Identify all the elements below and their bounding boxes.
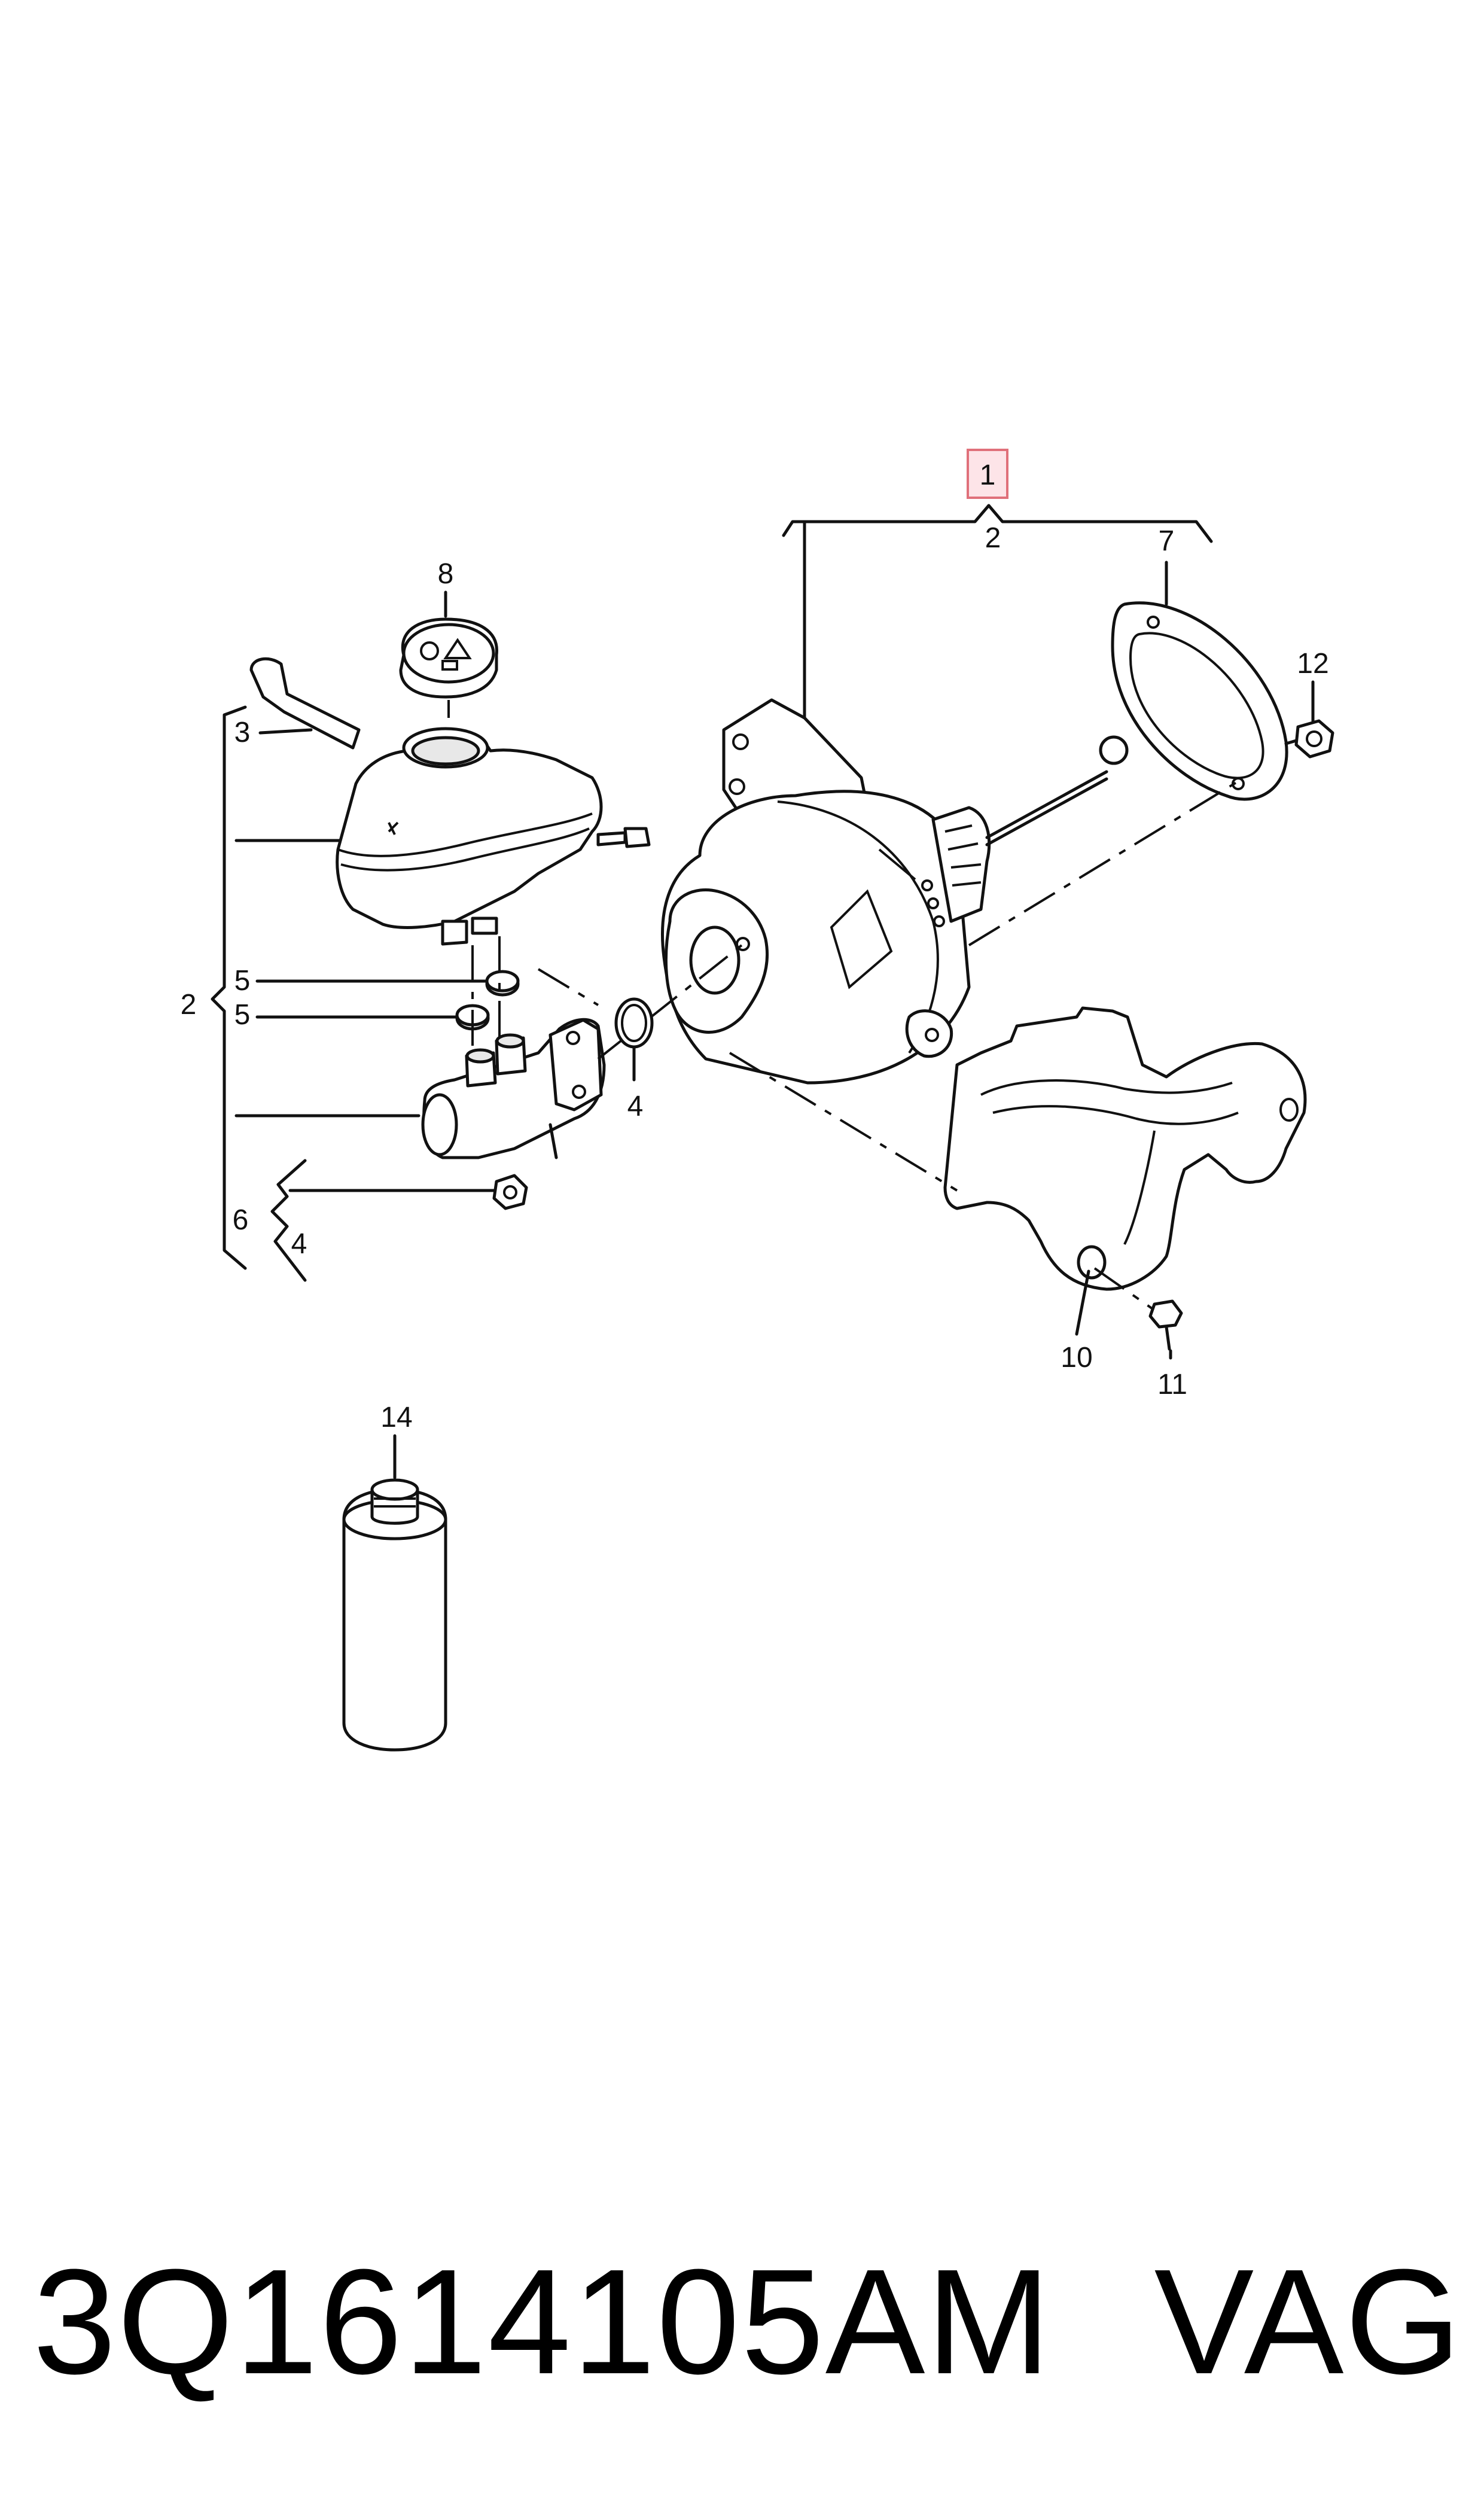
brake-booster[interactable] xyxy=(661,698,1129,1085)
nut-6[interactable] xyxy=(492,1174,528,1210)
callout-3: 3 xyxy=(234,717,251,748)
callout-11: 11 xyxy=(1157,1369,1187,1400)
callout-7: 7 xyxy=(1159,525,1175,557)
callout-14: 14 xyxy=(380,1402,412,1433)
callout-5b: 5 xyxy=(234,999,251,1031)
callout-1: 1 xyxy=(980,459,996,491)
hose-connector[interactable] xyxy=(249,657,361,750)
callout-5a: 5 xyxy=(234,965,251,997)
callout-2-left: 2 xyxy=(181,989,197,1021)
leader-10 xyxy=(1075,1269,1090,1336)
axis-mc-booster xyxy=(537,968,599,1006)
bracket-left xyxy=(211,705,247,1270)
axis-booster-gasket xyxy=(968,777,1245,946)
callout-4-ring: 4 xyxy=(627,1091,644,1122)
bracket-6-4 xyxy=(270,1159,307,1282)
reservoir-cap[interactable] xyxy=(399,617,498,718)
seal-5a[interactable] xyxy=(485,970,520,997)
gasket[interactable] xyxy=(1111,601,1288,801)
callout-12: 12 xyxy=(1297,648,1328,680)
part-number: 3Q1614105AM xyxy=(33,2237,1052,2405)
master-cylinder[interactable] xyxy=(421,1018,606,1159)
callout-8: 8 xyxy=(438,558,454,590)
bracket-assembly xyxy=(782,504,1213,543)
brand-name: VAG xyxy=(1154,2237,1462,2405)
heat-shield[interactable] xyxy=(943,1006,1307,1291)
brake-fluid-bottle[interactable] xyxy=(342,1478,447,1752)
nut-12[interactable] xyxy=(1284,719,1334,759)
part-caption: 3Q1614105AM VAG xyxy=(33,2237,1462,2405)
brake-fluid-reservoir[interactable] xyxy=(336,727,651,946)
leader-3 xyxy=(258,728,313,735)
callout-2-top: 2 xyxy=(985,522,1001,554)
callout-1-highlight[interactable] xyxy=(967,449,1008,499)
callout-6: 6 xyxy=(233,1204,249,1236)
callout-10: 10 xyxy=(1061,1342,1092,1374)
axis-booster-shield xyxy=(729,1052,958,1192)
callout-4-bracket: 4 xyxy=(291,1228,307,1260)
o-ring-4[interactable] xyxy=(614,997,654,1049)
bolt-11[interactable] xyxy=(1148,1299,1183,1351)
axis-bolt-11 xyxy=(1093,1267,1156,1311)
